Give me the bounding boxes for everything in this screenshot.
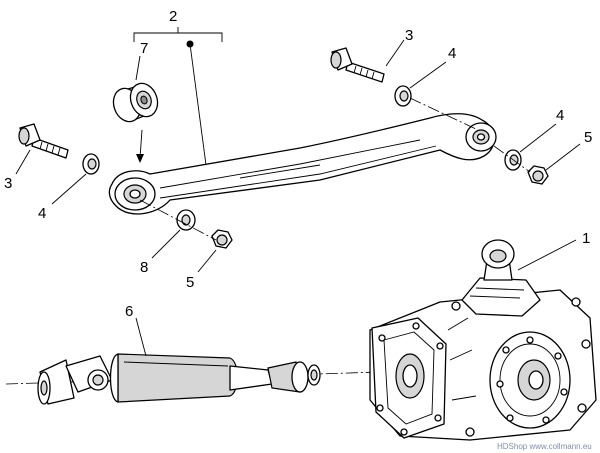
callout-5b-leader bbox=[197, 249, 217, 273]
axis-right bbox=[493, 145, 531, 173]
callout-4a-leader bbox=[51, 173, 87, 205]
callout-5b: 5 bbox=[186, 274, 194, 291]
callout-3a-leader bbox=[15, 149, 31, 175]
callout-4c-leader bbox=[519, 123, 557, 153]
axis-top bbox=[409, 97, 479, 131]
callout-5a-leader bbox=[545, 143, 581, 171]
callout-4a: 4 bbox=[38, 205, 46, 222]
nut-right bbox=[527, 165, 549, 185]
callout-2-leader bbox=[189, 43, 207, 166]
bushing bbox=[112, 82, 159, 123]
callout-2-dot bbox=[186, 40, 194, 48]
callout-3b: 3 bbox=[405, 27, 413, 44]
callout-5a: 5 bbox=[584, 129, 592, 146]
differential bbox=[369, 239, 597, 441]
callout-6: 6 bbox=[125, 303, 133, 320]
bolt-left bbox=[18, 123, 69, 159]
driveshaft bbox=[5, 353, 381, 405]
callout-3b-leader bbox=[385, 39, 405, 67]
callout-8-leader bbox=[151, 229, 181, 259]
callout-2-bracket bbox=[133, 27, 223, 42]
nut-lower bbox=[211, 229, 233, 249]
washer-top bbox=[394, 85, 412, 107]
callout-2: 2 bbox=[169, 8, 177, 25]
callout-3a: 3 bbox=[4, 175, 12, 192]
callout-4b-leader bbox=[409, 61, 447, 89]
callout-6-leader bbox=[135, 317, 147, 357]
callout-1: 1 bbox=[582, 230, 590, 247]
callout-8: 8 bbox=[140, 259, 148, 276]
callout-4b: 4 bbox=[448, 45, 456, 62]
control-arm bbox=[108, 113, 497, 215]
axis-lower bbox=[139, 199, 217, 241]
bushing-arrow bbox=[136, 129, 144, 163]
watermark: HDShop www.collmann.eu bbox=[497, 442, 592, 451]
callout-7-leader bbox=[135, 55, 141, 81]
washer-lower bbox=[176, 209, 196, 231]
washer-left bbox=[82, 153, 100, 175]
callout-4c: 4 bbox=[556, 107, 564, 124]
callout-7: 7 bbox=[140, 40, 148, 57]
bolt-top bbox=[330, 47, 385, 83]
callout-1-leader bbox=[517, 239, 577, 271]
